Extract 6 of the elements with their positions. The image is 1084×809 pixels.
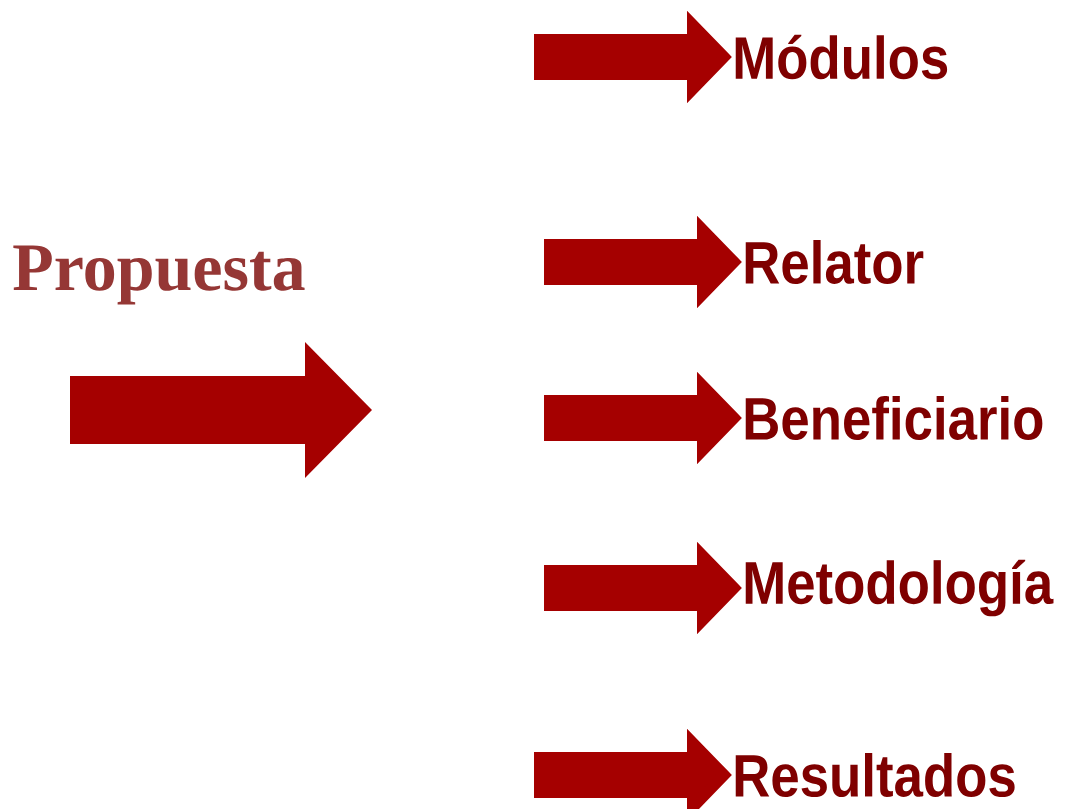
- label-text: Resultados: [735, 753, 1015, 798]
- label-text: Beneficiario: [745, 396, 1043, 441]
- label-text: Metodología: [745, 559, 1054, 617]
- label-text: Módulos: [735, 34, 948, 80]
- label-text: Relator: [745, 240, 924, 285]
- title-text: Propuesta: [13, 245, 305, 305]
